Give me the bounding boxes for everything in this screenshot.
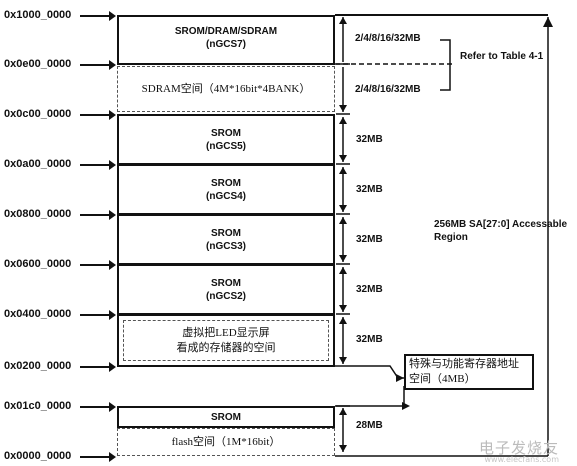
watermark-sub: www.elecfans.com	[484, 455, 560, 464]
led-inner-region: 虚拟把LED显示屏 看成的存储器的空间	[123, 320, 329, 361]
bank7-block: SROM/DRAM/SDRAM (nGCS7)	[117, 15, 335, 65]
size-label: 32MB	[356, 134, 383, 145]
bank2-block: SROM (nGCS2)	[117, 264, 335, 315]
block-title: 虚拟把LED显示屏	[182, 326, 270, 339]
region-line-1: 256MB SA[27:0]	[434, 219, 510, 230]
address-arrow	[80, 260, 116, 270]
region-line-2: Accessable Region	[434, 219, 568, 243]
block-subtitle: (nGCS5)	[206, 140, 246, 152]
address-label: 0x0400_0000	[4, 308, 72, 320]
address-arrow	[80, 60, 116, 70]
block-subtitle: (nGCS3)	[206, 240, 246, 252]
block-subtitle: (nGCS2)	[206, 290, 246, 302]
address-arrow	[80, 160, 116, 170]
address-arrow	[80, 402, 116, 412]
block-title: SROM	[211, 127, 241, 139]
bank4-block: SROM (nGCS4)	[117, 164, 335, 215]
bracket-arrowheads	[339, 17, 347, 452]
size-label: 2/4/8/16/32MB	[355, 84, 421, 95]
block-subtitle: 看成的存储器的空间	[176, 341, 276, 354]
address-arrow	[80, 110, 116, 120]
block-title: SROM/DRAM/SDRAM	[174, 26, 278, 37]
block-title: SDRAM空间（4M*16bit*4BANK）	[141, 82, 311, 95]
address-arrow	[80, 210, 116, 220]
bank3-block: SROM (nGCS3)	[117, 214, 335, 265]
block-subtitle: (nGCS7)	[206, 39, 246, 50]
flash-block: flash空间（1M*16bit）	[117, 428, 335, 456]
address-label: 0x1000_0000	[4, 9, 72, 21]
address-label: 0x0800_0000	[4, 208, 72, 220]
refer-line-1: Refer to	[460, 51, 498, 62]
special-connector	[335, 365, 404, 379]
size-label: 28MB	[356, 420, 383, 431]
size-brackets	[336, 14, 350, 452]
region-arrowhead-top	[543, 17, 553, 27]
address-arrow	[80, 310, 116, 320]
size-label: 32MB	[356, 284, 383, 295]
refer-line-2: Table 4-1	[500, 51, 544, 62]
address-arrow	[80, 452, 116, 462]
watermark: 电子发烧友 www.elecfans.com	[478, 437, 559, 464]
address-arrow	[80, 11, 116, 21]
block-subtitle: (nGCS4)	[206, 190, 246, 202]
refer-note: Refer to Table 4-1	[460, 50, 543, 63]
address-label: 0x01c0_0000	[4, 400, 72, 412]
refer-bracket	[440, 39, 451, 91]
address-arrow	[80, 362, 116, 372]
size-label: 32MB	[356, 234, 383, 245]
srom-low-block: SROM	[117, 406, 335, 428]
address-label: 0x0600_0000	[4, 258, 72, 270]
address-label: 0x0a00_0000	[4, 158, 72, 170]
region-note: 256MB SA[27:0] Accessable Region	[434, 218, 577, 244]
size-label: 32MB	[356, 184, 383, 195]
size-label: 2/4/8/16/32MB	[355, 33, 421, 44]
special-register-box: 特殊与功能寄存器地址空间（4MB）	[404, 354, 534, 390]
block-title: SROM	[211, 277, 241, 289]
block-title: SROM	[211, 411, 241, 423]
address-label: 0x0e00_0000	[4, 58, 72, 70]
led-region-block: 虚拟把LED显示屏 看成的存储器的空间	[117, 314, 335, 367]
bank5-block: SROM (nGCS5)	[117, 114, 335, 165]
block-title: SROM	[211, 177, 241, 189]
block-title: SROM	[211, 227, 241, 239]
watermark-main: 电子发烧友	[478, 439, 559, 457]
sdram-block: SDRAM空间（4M*16bit*4BANK）	[117, 66, 335, 112]
address-label: 0x0000_0000	[4, 450, 72, 462]
address-label: 0x0200_0000	[4, 360, 72, 372]
address-label: 0x0c00_0000	[4, 108, 72, 120]
size-label: 32MB	[356, 334, 383, 345]
block-title: flash空间（1M*16bit）	[171, 435, 281, 448]
